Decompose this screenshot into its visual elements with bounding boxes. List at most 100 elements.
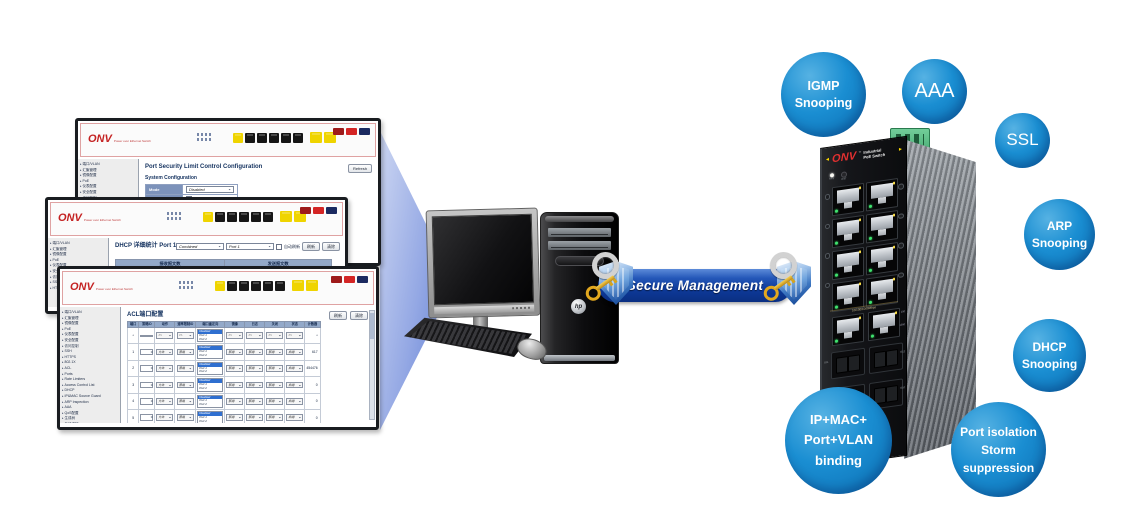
flag-icon[interactable] (359, 128, 370, 135)
sidebar-menu-item[interactable]: IP&MAC Source Guard (62, 394, 118, 400)
clear-button[interactable]: 清除 (350, 311, 368, 320)
flag-icon[interactable] (333, 128, 344, 135)
policy-id-input[interactable]: 0 (140, 414, 154, 421)
flag-icon[interactable] (300, 207, 311, 214)
auto-refresh-checkbox[interactable] (276, 243, 282, 250)
rate-limiter-select[interactable]: <>⌄ (176, 332, 194, 339)
clear-button[interactable]: 清除 (322, 242, 340, 251)
action-select[interactable]: 允许⌄ (156, 414, 174, 421)
port-redirect-listbox[interactable]: Disabled Port 1 Port 2 (197, 329, 224, 343)
sidebar-menu-item[interactable]: 端口/VLAN (50, 241, 106, 247)
state-select[interactable]: 启用⌄ (286, 348, 304, 356)
state-select[interactable]: <>⌄ (286, 332, 304, 339)
language-flag-icons[interactable] (300, 207, 337, 214)
logging-select[interactable]: 禁用⌄ (246, 414, 264, 421)
rate-limiter-select[interactable]: 禁用⌄ (176, 414, 194, 421)
port-redirect-listbox[interactable]: Disabled Port 1 Port 2 (197, 410, 224, 423)
port-redirect-listbox[interactable]: Disabled Port 1 Port 2 (197, 378, 224, 392)
sidebar-menu-item[interactable]: 访问控制 (62, 344, 118, 350)
shutdown-select[interactable]: 禁用⌄ (266, 365, 284, 372)
logging-select[interactable]: 禁用⌄ (246, 398, 264, 405)
sidebar-menu-item[interactable]: ACL (62, 366, 118, 372)
mirror-select[interactable]: 禁用⌄ (226, 348, 244, 356)
sidebar-menu-item[interactable]: 镜像配置 (80, 173, 136, 179)
policy-id-input[interactable]: 0 (140, 348, 154, 356)
sidebar-menu-item[interactable]: SSH (50, 280, 106, 286)
policy-id-input[interactable]: 0 (140, 381, 154, 389)
rate-limiter-select[interactable]: 禁用⌄ (176, 381, 194, 389)
mode-select[interactable]: Combined⌄ (176, 243, 224, 250)
port-redirect-listbox[interactable]: Disabled Port 1 Port 2 (197, 394, 224, 408)
sidebar-menu-item[interactable]: SSH (62, 349, 118, 355)
flag-icon[interactable] (357, 276, 368, 283)
rate-limiter-select[interactable]: 禁用⌄ (176, 348, 194, 356)
action-select[interactable]: 允许⌄ (156, 381, 174, 389)
logging-select[interactable]: <>⌄ (246, 332, 264, 339)
flag-icon[interactable] (331, 276, 342, 283)
sidebar-menu-item[interactable]: 仪表配置 (62, 332, 118, 338)
action-select[interactable]: 允许⌄ (156, 398, 174, 405)
port-redirect-listbox[interactable]: Disabled Port 1 Port 2 (197, 361, 224, 376)
shutdown-select[interactable]: <>⌄ (266, 332, 284, 339)
state-select[interactable]: 启用⌄ (286, 398, 304, 405)
refresh-button[interactable]: 刷新 (302, 242, 320, 251)
sidebar-menu-item[interactable]: 安全配置 (80, 190, 136, 196)
policy-id-input[interactable] (140, 334, 154, 337)
action-select[interactable]: 允许⌄ (156, 348, 174, 356)
flag-icon[interactable] (326, 207, 337, 214)
sidebar-menu-item[interactable]: 汇聚管理 (80, 168, 136, 174)
state-select[interactable]: 启用⌄ (286, 414, 304, 421)
mirror-select[interactable]: 禁用⌄ (226, 381, 244, 389)
shutdown-select[interactable]: 禁用⌄ (266, 398, 284, 405)
shutdown-select[interactable]: 禁用⌄ (266, 414, 284, 421)
sidebar-menu-item[interactable]: 生成树 (62, 416, 118, 422)
logging-select[interactable]: 禁用⌄ (246, 381, 264, 389)
language-flag-icons[interactable] (333, 128, 370, 135)
rate-limiter-select[interactable]: 禁用⌄ (176, 365, 194, 372)
policy-id-input[interactable]: 0 (140, 398, 154, 405)
shutdown-select[interactable]: 禁用⌄ (266, 348, 284, 356)
state-select[interactable]: 启用⌄ (286, 381, 304, 389)
flag-icon[interactable] (344, 276, 355, 283)
sidebar-menu-item[interactable]: 端口/VLAN (80, 162, 136, 168)
sidebar-menu-item[interactable]: Ports (62, 372, 118, 378)
mirror-select[interactable]: 禁用⌄ (226, 414, 244, 421)
flag-icon[interactable] (313, 207, 324, 214)
port-redirect-listbox[interactable]: Disabled Port 1 Port 2 (197, 345, 224, 359)
logging-select[interactable]: 禁用⌄ (246, 348, 264, 356)
sidebar-menu-item[interactable]: HTTPS (62, 355, 118, 361)
action-select[interactable]: <>⌄ (156, 332, 174, 339)
refresh-button[interactable]: Refresh (347, 164, 372, 173)
sidebar-menu-item[interactable]: ARP Inspection (62, 400, 118, 406)
sidebar-menu-item[interactable]: 汇聚管理 (62, 316, 118, 322)
mirror-select[interactable]: 禁用⌄ (226, 398, 244, 405)
state-select[interactable]: 启用⌄ (286, 365, 304, 372)
sidebar-menu-item[interactable]: 镜像配置 (62, 321, 118, 327)
sidebar-menu-item[interactable]: 汇聚管理 (50, 247, 106, 253)
logging-select[interactable]: 禁用⌄ (246, 365, 264, 372)
action-select[interactable]: 允许⌄ (156, 365, 174, 372)
mode-select[interactable]: Disabled⌄ (186, 186, 234, 193)
mirror-select[interactable]: <>⌄ (226, 332, 244, 339)
sidebar-menu-item[interactable]: 802.1X (62, 360, 118, 366)
sidebar-menu-item[interactable]: AAA (62, 405, 118, 411)
sidebar-menu-item[interactable]: PoE (80, 179, 136, 185)
policy-id-input[interactable]: 0 (140, 365, 154, 372)
scrollbar[interactable] (369, 310, 375, 420)
sidebar-menu-item[interactable]: 端口/VLAN (62, 310, 118, 316)
sidebar-menu-item[interactable]: 仪表配置 (80, 184, 136, 190)
sidebar-menu-item[interactable]: QoS配置 (62, 411, 118, 417)
sidebar-menu-item[interactable]: PoE (62, 327, 118, 333)
sidebar-menu-item[interactable]: 安全配置 (62, 338, 118, 344)
shutdown-select[interactable]: 禁用⌄ (266, 381, 284, 389)
refresh-button[interactable]: 刷新 (329, 311, 347, 320)
sidebar-menu-item[interactable]: Rate Limiters (62, 377, 118, 383)
port-select[interactable]: Port 1⌄ (226, 243, 274, 250)
language-flag-icons[interactable] (331, 276, 368, 283)
sidebar-menu-item[interactable]: 系统维护 (62, 422, 118, 423)
sidebar-menu-item[interactable]: 仪表配置 (50, 263, 106, 269)
mirror-select[interactable]: 禁用⌄ (226, 365, 244, 372)
rate-limiter-select[interactable]: 禁用⌄ (176, 398, 194, 405)
sidebar-menu-item[interactable]: Access Control List (62, 383, 118, 389)
sidebar-menu-item[interactable]: 镜像配置 (50, 252, 106, 258)
